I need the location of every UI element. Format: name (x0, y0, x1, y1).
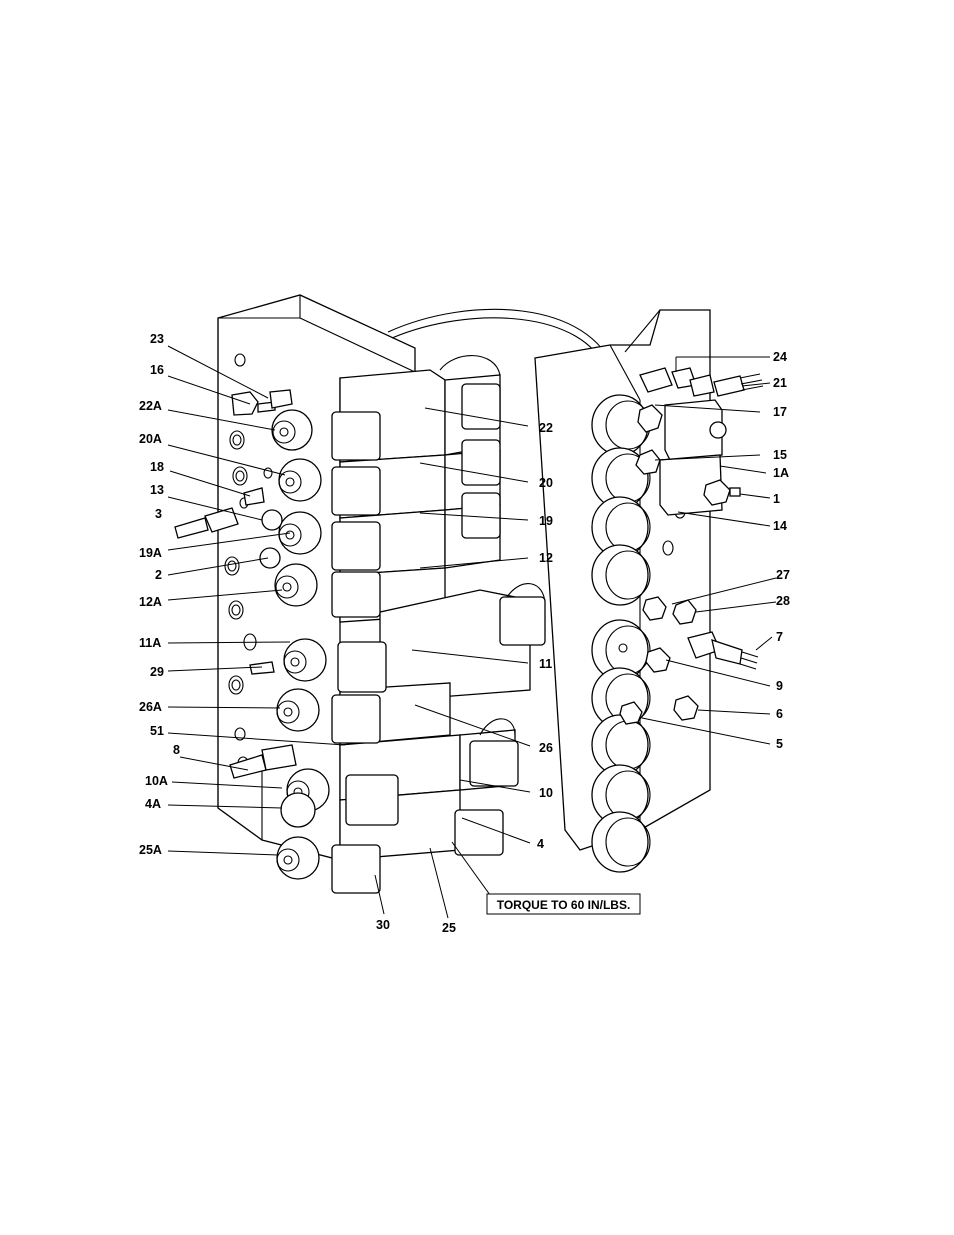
callout-5: 5 (776, 737, 783, 751)
callout-20: 20 (539, 476, 553, 490)
callout-26: 26 (539, 741, 553, 755)
callout-20A: 20A (139, 432, 162, 446)
callout-13: 13 (150, 483, 164, 497)
callout-12A: 12A (139, 595, 162, 609)
torque-note-text: TORQUE TO 60 IN/LBS. (497, 898, 631, 912)
right-manifold-block (535, 310, 763, 872)
callout-21: 21 (773, 376, 787, 390)
callout-17: 17 (773, 405, 787, 419)
callout-22: 22 (539, 421, 553, 435)
left-manifold-block (175, 295, 545, 893)
callout-9: 9 (776, 679, 783, 693)
callout-51: 51 (150, 724, 164, 738)
callout-4A: 4A (145, 797, 161, 811)
callout-30: 30 (376, 918, 390, 932)
callout-6: 6 (776, 707, 783, 721)
callout-28: 28 (776, 594, 790, 608)
callout-12: 12 (539, 551, 553, 565)
callout-22A: 22A (139, 399, 162, 413)
callout-8: 8 (173, 743, 180, 757)
callout-10A: 10A (145, 774, 168, 788)
callout-19A: 19A (139, 546, 162, 560)
callout-25A: 25A (139, 843, 162, 857)
callout-25: 25 (442, 921, 456, 935)
callout-1: 1 (773, 492, 780, 506)
callout-10: 10 (539, 786, 553, 800)
callout-2: 2 (155, 568, 162, 582)
callout-15: 15 (773, 448, 787, 462)
callout-29: 29 (150, 665, 164, 679)
callout-11A: 11A (139, 636, 161, 650)
callout-18: 18 (150, 460, 164, 474)
callout-1A: 1A (773, 466, 789, 480)
callout-4: 4 (537, 837, 544, 851)
callout-24: 24 (773, 350, 787, 364)
callout-23: 23 (150, 332, 164, 346)
callout-3: 3 (155, 507, 162, 521)
callout-14: 14 (773, 519, 787, 533)
callout-26A: 26A (139, 700, 162, 714)
callout-11: 11 (539, 657, 552, 671)
callout-19: 19 (539, 514, 553, 528)
callout-27: 27 (776, 568, 790, 582)
callout-16: 16 (150, 363, 164, 377)
callout-7: 7 (776, 630, 783, 644)
torque-note: TORQUE TO 60 IN/LBS. (487, 894, 640, 914)
